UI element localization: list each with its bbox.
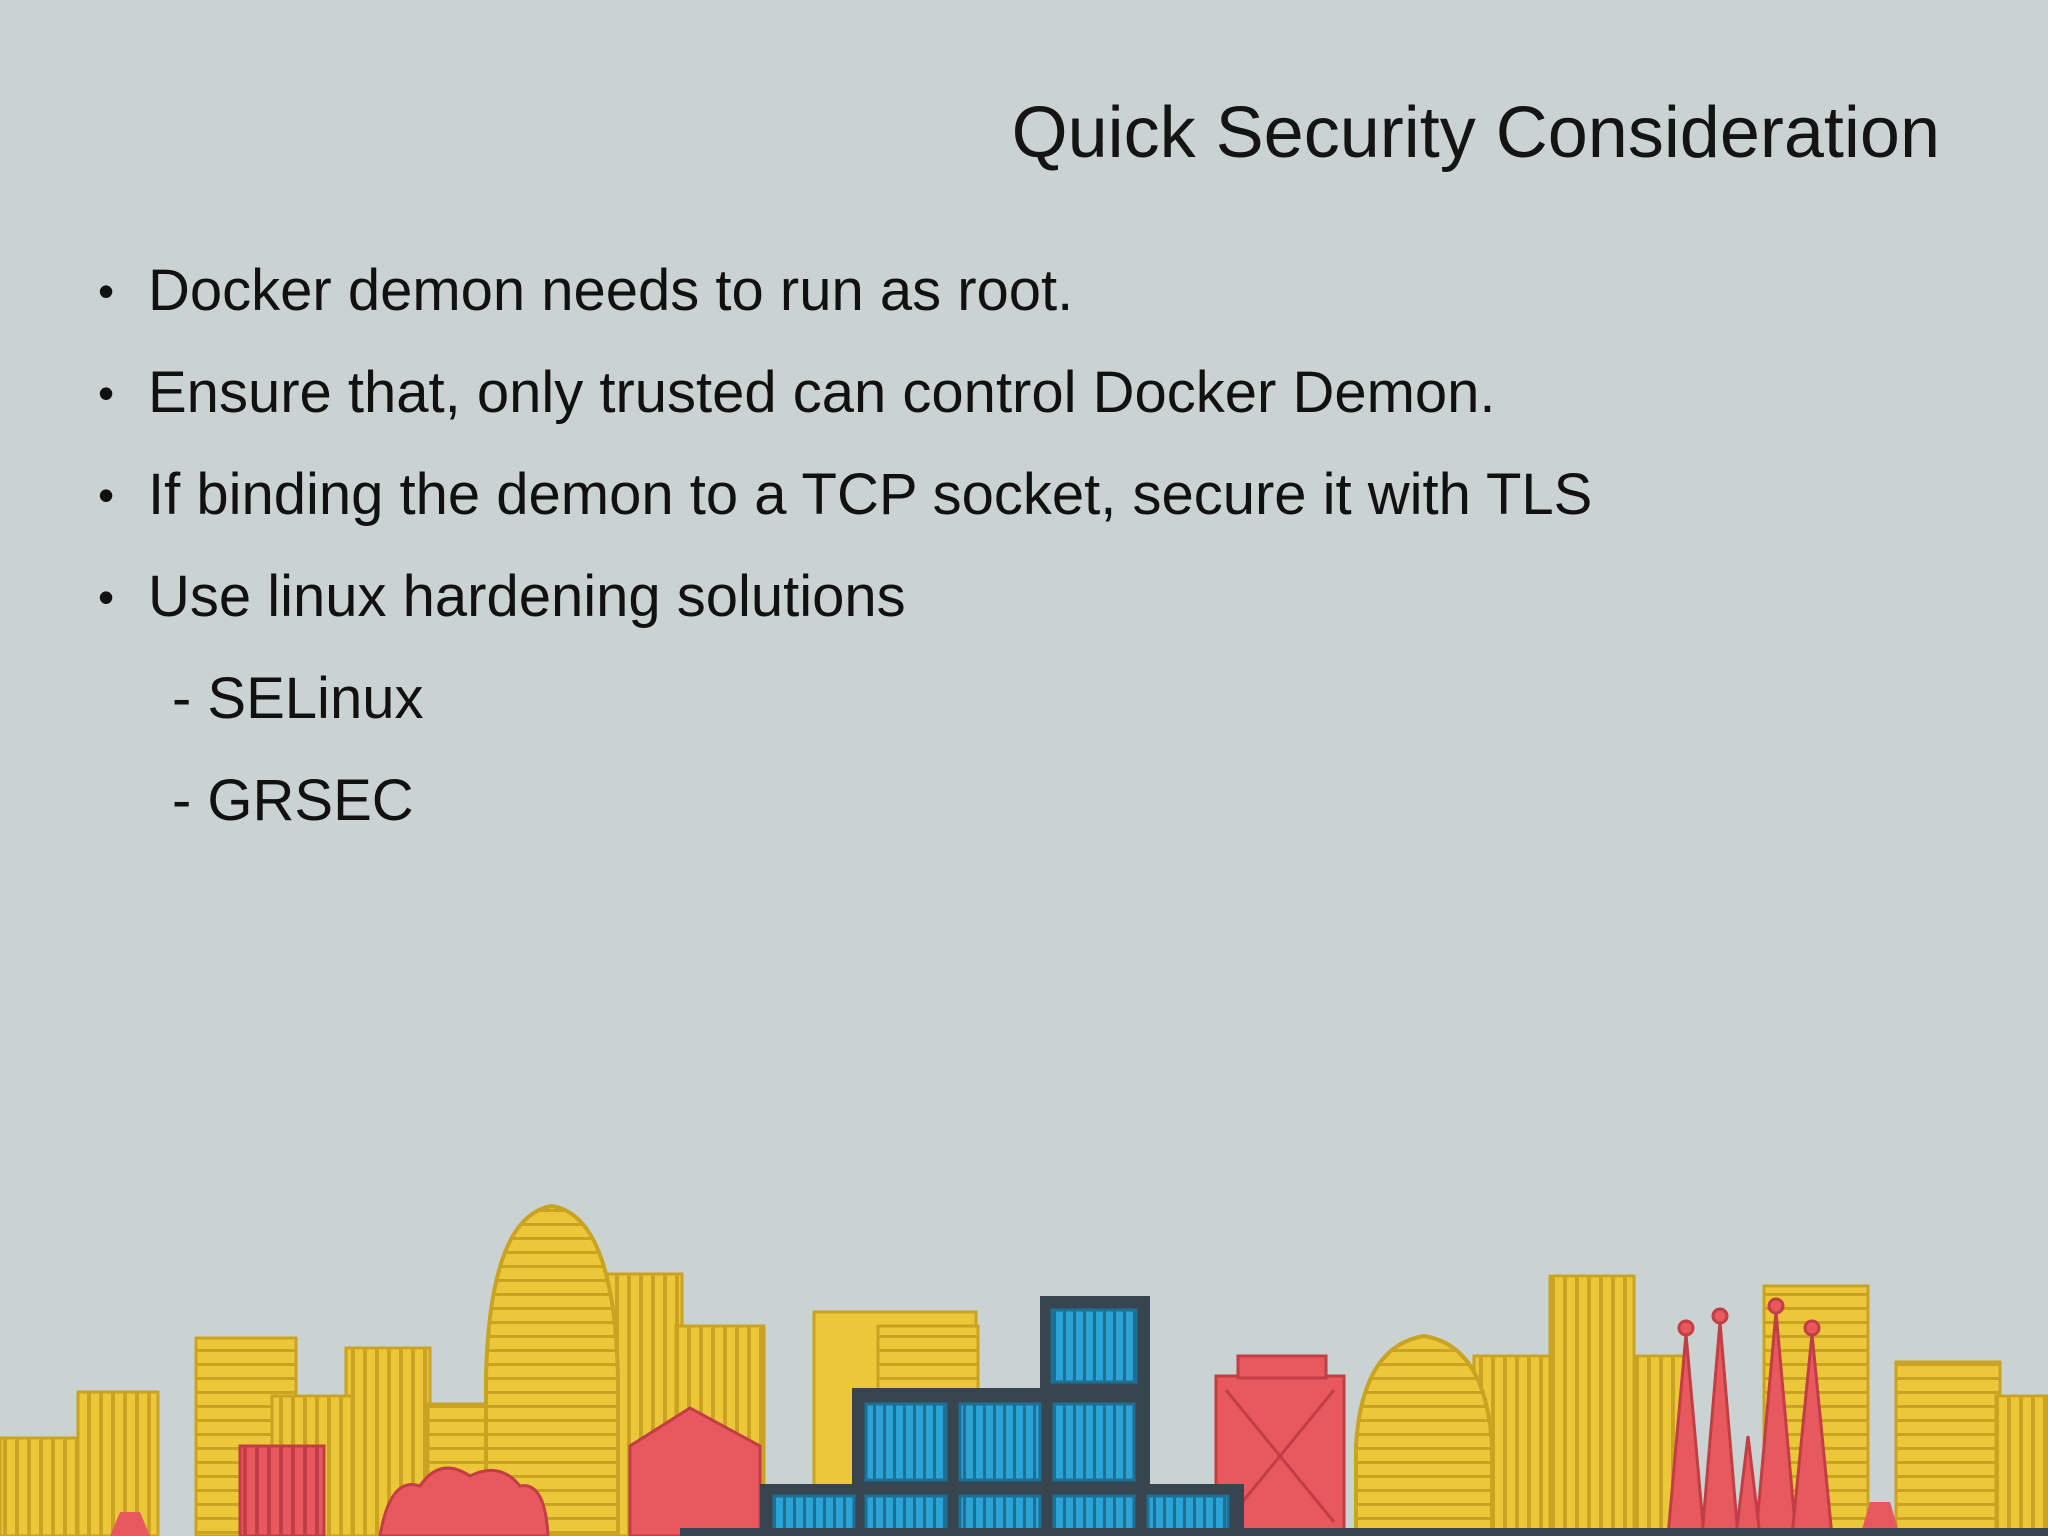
slide-title: Quick Security Consideration: [1011, 93, 1940, 173]
bullet-item: • Use linux hardening solutions: [92, 546, 1592, 648]
bullet-text: Use linux hardening solutions: [148, 564, 906, 629]
bullet-marker: •: [98, 571, 115, 623]
container-stack: [680, 1296, 2048, 1536]
bullet-marker: •: [98, 469, 115, 521]
red-building: [110, 1354, 1900, 1536]
sub-item-grsec: - GRSEC: [172, 768, 414, 833]
bullet-marker: •: [98, 367, 115, 419]
cathedral-spires: [1666, 1297, 1834, 1536]
dome-tower: [1354, 1333, 1494, 1536]
dome-tower: [484, 1203, 620, 1536]
bullet-text: If binding the demon to a TCP socket, se…: [148, 462, 1593, 527]
bullet-list: • Docker demon needs to run as root. • E…: [92, 240, 1592, 852]
bullet-marker: •: [98, 265, 115, 317]
city-skyline-illustration: [0, 1203, 2048, 1536]
bullet-text: Docker demon needs to run as root.: [148, 258, 1074, 323]
bullet-item: • If binding the demon to a TCP socket, …: [92, 444, 1592, 546]
sub-item-selinux: - SELinux: [172, 666, 424, 731]
bullet-item: • Ensure that, only trusted can control …: [92, 342, 1592, 444]
bullet-item: • Docker demon needs to run as root.: [92, 240, 1592, 342]
bullet-text: Ensure that, only trusted can control Do…: [148, 360, 1496, 425]
